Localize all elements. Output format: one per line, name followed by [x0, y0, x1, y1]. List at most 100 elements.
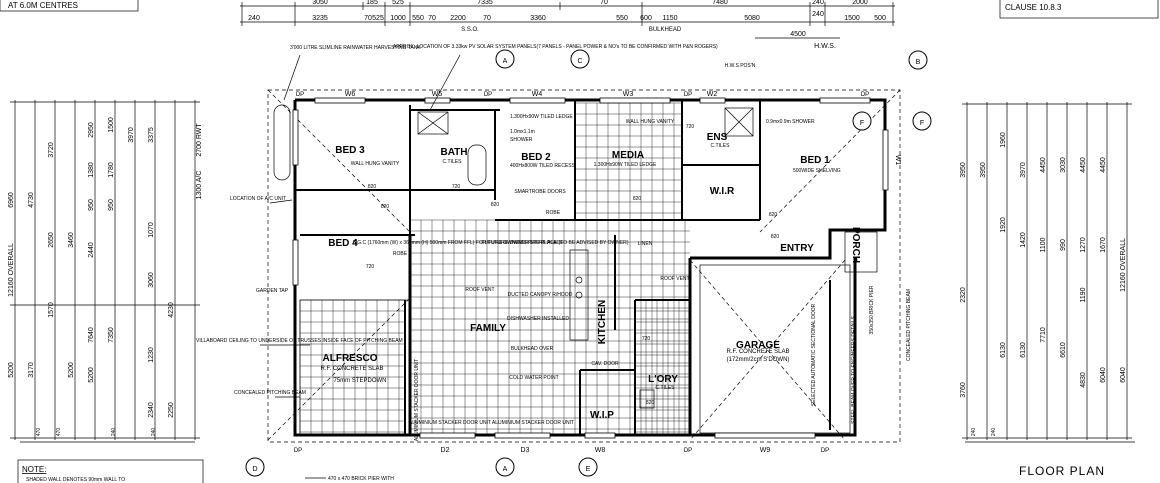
- dim-left-3060: 3060: [148, 272, 155, 288]
- dim-left-1780: 1780: [108, 162, 115, 178]
- dim-bottom-1: 470: [36, 428, 42, 437]
- dim-left-3970: 3970: [128, 127, 135, 143]
- dim-top2-6: 550: [412, 15, 424, 22]
- dim-left-7640: 7640: [88, 327, 95, 343]
- dim-left-overall: 12160 OVERALL: [8, 243, 15, 297]
- dim-right-6040: 6040: [1100, 367, 1107, 383]
- section-markers: A C B F F D A E: [245, 49, 932, 477]
- note-title: NOTE:: [22, 465, 46, 474]
- dim-top2-15: 240: [812, 11, 824, 18]
- dim-left-2950: 2950: [88, 122, 95, 138]
- dim-left-2440: 2440: [88, 242, 95, 258]
- room-bed2: BED 2: [521, 152, 551, 163]
- callout-villaboard: VILLABOARD CEILING TO UNDERSIDE OF TRUSS…: [196, 338, 403, 344]
- dim-right-1670: 1670: [1100, 237, 1107, 253]
- note-bed2-robe: SMARTROBE DOORS: [514, 189, 566, 195]
- note-canopy: DUCTED CANOPY R/HOOD: [508, 292, 573, 298]
- dim-hws-label: H.W.S.: [814, 43, 836, 50]
- room-bath: BATH: [440, 147, 467, 158]
- dim-left-4730: 4730: [28, 192, 35, 208]
- marker-e-bottom: E: [578, 457, 598, 477]
- dim-left-7350: 7350: [108, 327, 115, 343]
- note-ens-tiles: C.TILES: [711, 143, 731, 149]
- note-tiled-ledge: 1.300Hx90W TILED LEDGE: [510, 114, 573, 120]
- room-family: FAMILY: [470, 323, 506, 334]
- door-tag-3: 720: [452, 184, 461, 190]
- dim-left-1570: 1570: [48, 302, 55, 318]
- dim-left-5200b: 5200: [68, 362, 75, 378]
- note-robe-bed2: ROBE: [546, 210, 561, 216]
- note-robe-bed4: ROBE: [393, 251, 408, 257]
- downpipe-7: DP: [821, 448, 829, 454]
- callout-ac-unit: LOCATION OF A/C UNIT: [230, 196, 286, 202]
- dim-top-7: 240: [812, 0, 824, 6]
- marker-f-1: F: [852, 111, 872, 131]
- dim-hws-width: 4500: [790, 31, 806, 38]
- marker-c-top: C: [570, 49, 590, 69]
- door-tag-8: 820: [771, 234, 780, 240]
- note-concealed-beam-right: CONCEALED PITCHING BEAM: [906, 289, 912, 361]
- room-garage: GARAGE: [736, 340, 780, 351]
- dim-left-1500: 1500: [108, 117, 115, 133]
- dim-left-950b: 950: [108, 199, 115, 211]
- downpipe-5: DP: [294, 448, 302, 454]
- marker-a-bottom-label: A: [503, 466, 508, 473]
- note-bulkhead-over: BULKHEAD OVER: [511, 346, 554, 352]
- note-garage-slab: R.F. CONCRETE SLAB: [726, 349, 789, 355]
- room-porch: PORCH: [850, 227, 861, 263]
- dim-bottom-5: 240: [971, 428, 977, 437]
- dim-top2-16: 1500: [844, 15, 860, 22]
- dim-left-3460: 3460: [68, 232, 75, 248]
- room-wip: W.I.P: [590, 410, 614, 421]
- note-stacker-3: ALUMINIUM STACKER DOOR UNIT: [492, 420, 574, 426]
- dim-right-1100: 1100: [1040, 237, 1047, 252]
- dim-top-4: 7335: [477, 0, 493, 6]
- dim-right-1960: 1960: [1000, 132, 1007, 148]
- note-steel-beam: STEEL BEAM OVER TO ENGINEERS DETAILS: [851, 316, 857, 424]
- dim-top-8: 2000: [852, 0, 868, 6]
- dim-right-4450: 4450: [1040, 157, 1047, 173]
- dim-top-5: 70: [600, 0, 608, 6]
- dim-top2-1: 240: [248, 15, 260, 22]
- room-alfresco: ALFRESCO: [323, 353, 378, 364]
- door-tag-5: 720: [686, 124, 695, 130]
- marker-b-label: B: [916, 59, 921, 66]
- dim-right-3030: 3030: [1060, 157, 1067, 173]
- dim-left-5200: 5200: [8, 362, 15, 378]
- door-tag-7: 820: [769, 212, 778, 218]
- roof-hip-lines: [267, 89, 901, 443]
- dim-bottom-6: 240: [991, 428, 997, 437]
- windows-top: [292, 97, 889, 439]
- note-shower-size: 1.0mx1.1m: [510, 129, 535, 135]
- door-d3: D3: [521, 447, 530, 454]
- dim-top2-12: 600: [640, 15, 652, 22]
- dim-right-1920: 1920: [1000, 217, 1007, 233]
- room-wir: W.I.R: [710, 186, 735, 197]
- floor-plan-title: FLOOR PLAN: [1019, 464, 1105, 478]
- door-tag-2: 820: [381, 204, 390, 210]
- bottom-dimensions: 470 470 240 240 240 240: [20, 428, 1135, 443]
- room-kitchen: KITCHEN: [597, 300, 608, 344]
- dim-top-1: 3050: [312, 0, 328, 6]
- note-bath-vanity: WALL HUNG VANITY: [351, 161, 400, 167]
- dim-top2-17: 500: [874, 15, 886, 22]
- note-brick-pier: 350x350 BRICK PIER: [869, 285, 875, 334]
- dim-top2-13: 1150: [662, 15, 677, 22]
- dim-right-7710: 7710: [1040, 327, 1047, 343]
- door-size-tags: 820 820 720 820 720 820 820 820 720 720 …: [366, 124, 780, 406]
- internal-walls: [295, 100, 761, 435]
- marker-d-label: D: [252, 466, 257, 473]
- dim-right-4830: 4830: [1080, 372, 1087, 388]
- door-tag-9: 720: [642, 336, 651, 342]
- note-laundry-tiles: C.TILES: [656, 385, 676, 391]
- dim-left-3170: 3170: [28, 362, 35, 378]
- door-tag-11: 820: [646, 400, 655, 406]
- note-ens-vanity: WALL HUNG VANITY: [626, 119, 675, 125]
- note-media-ledge: 1.300Hx90W TILED LEDGE: [594, 162, 657, 168]
- note-alfresco-slab: R.F. CONCRETE SLAB: [320, 366, 383, 372]
- room-bed1: BED 1: [800, 155, 830, 166]
- note-text: SHADED WALL DENOTES 90mm WALL TO: [26, 477, 125, 483]
- note-box: NOTE: SHADED WALL DENOTES 90mm WALL TO: [17, 459, 204, 483]
- dim-top-2: 185: [366, 0, 378, 6]
